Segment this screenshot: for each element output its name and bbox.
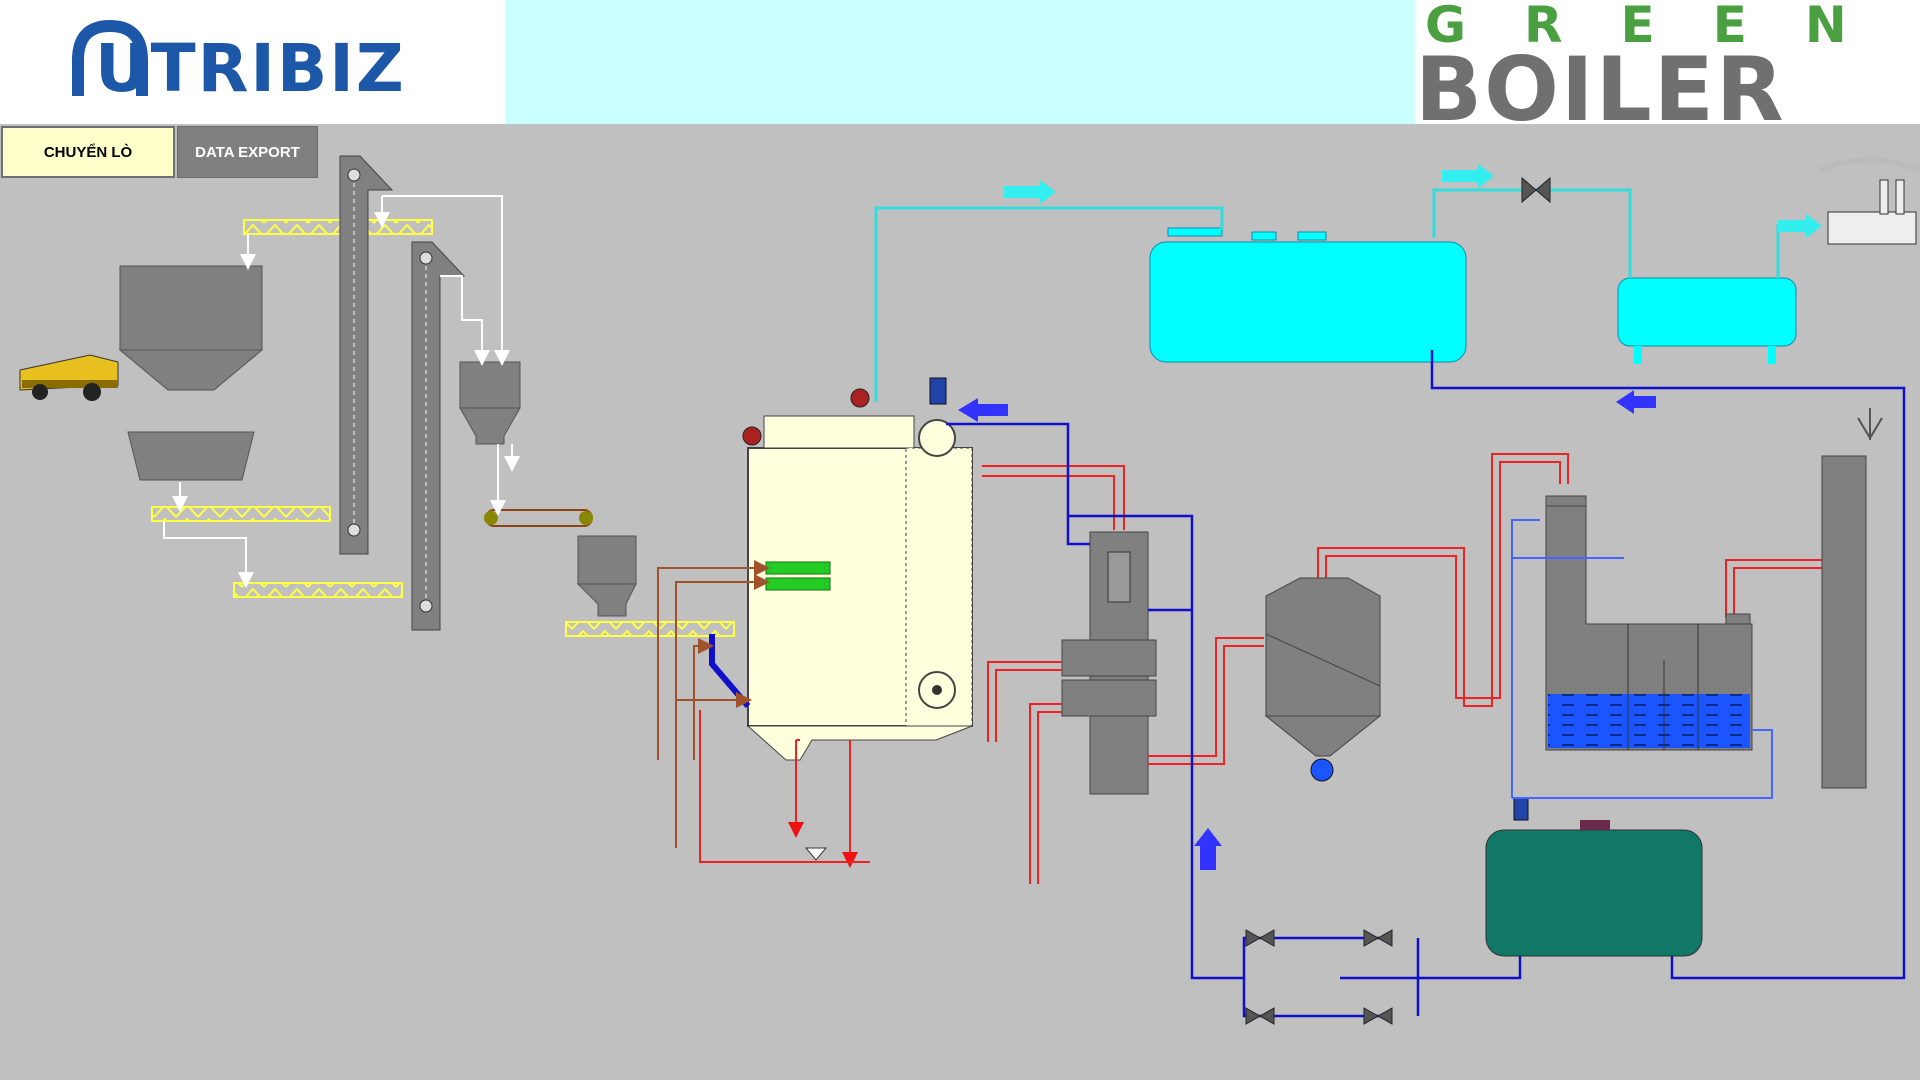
title-banner bbox=[505, 0, 1415, 124]
green-boiler-logo-green: GREEN bbox=[1425, 0, 1905, 54]
steam-header-tank bbox=[1617, 277, 1797, 364]
chuyen-lo-button[interactable]: CHUYỂN LÒ bbox=[1, 126, 175, 178]
silo-2 bbox=[576, 535, 637, 617]
process-diagram bbox=[19, 155, 1920, 1025]
fuel-receiving-bin bbox=[127, 431, 255, 481]
fuel-flow-lines bbox=[163, 195, 520, 588]
multi-cyclone bbox=[1061, 531, 1157, 795]
flue-gas-lines bbox=[982, 453, 1822, 884]
belt-conveyor bbox=[484, 509, 593, 527]
level-sensor-icon bbox=[929, 377, 1529, 821]
valve-icon bbox=[1521, 176, 1551, 204]
data-export-button[interactable]: DATA EXPORT bbox=[177, 126, 318, 178]
green-boiler-logo-boiler: BOILER bbox=[1415, 38, 1786, 141]
wet-scrubber bbox=[1545, 495, 1753, 751]
nutribiz-logo-text: UTRIBIZ bbox=[95, 30, 406, 107]
steam-drum bbox=[1149, 227, 1467, 363]
screw-conveyor-3 bbox=[233, 582, 403, 598]
silo-1 bbox=[459, 361, 521, 445]
boiler-body bbox=[709, 415, 973, 761]
chimney bbox=[1821, 408, 1883, 789]
screw-conveyor-4 bbox=[565, 621, 735, 637]
green-boiler-logo: GREEN BOILER bbox=[1415, 0, 1920, 141]
feed-water-tank bbox=[1485, 820, 1703, 957]
combustion-air-lines bbox=[657, 560, 770, 848]
screw-conveyor-2 bbox=[151, 506, 331, 522]
bucket-elevator-2 bbox=[411, 241, 466, 631]
scrubber-water-lines bbox=[1511, 519, 1773, 799]
feed-pump-valves bbox=[1245, 929, 1393, 1025]
pump-icon bbox=[1310, 758, 1334, 782]
flow-arrow-icon bbox=[958, 164, 1822, 870]
feed-water-lines bbox=[946, 350, 1906, 1018]
dump-truck-icon bbox=[19, 354, 119, 401]
header-bar: UTRIBIZ GREEN BOILER bbox=[0, 0, 1920, 141]
factory-icon bbox=[1818, 157, 1920, 245]
nutribiz-logo-n-icon bbox=[72, 20, 148, 96]
ash-outlet-icon bbox=[804, 847, 828, 861]
screw-conveyor-1 bbox=[243, 219, 433, 235]
fuel-hopper bbox=[118, 265, 264, 391]
ash-lines bbox=[699, 710, 870, 868]
bag-filter bbox=[1264, 577, 1382, 757]
bucket-elevator-1 bbox=[339, 155, 394, 555]
pressure-gauge-icon bbox=[742, 388, 870, 446]
nutribiz-logo: UTRIBIZ bbox=[0, 0, 505, 124]
